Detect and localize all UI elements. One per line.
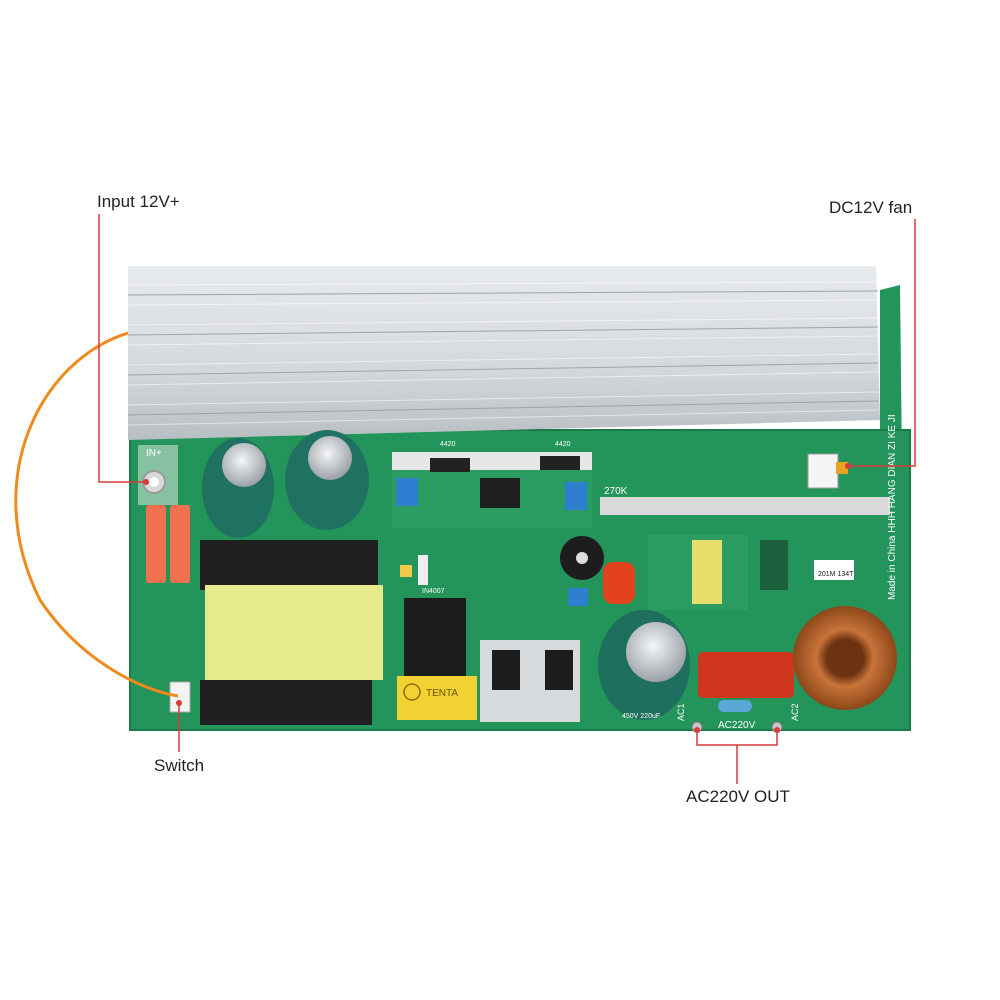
inductor-label: 201M 134T — [818, 571, 854, 578]
made-in-china-label: Made in China HHH HANG DIAN ZI KE JI — [887, 414, 898, 600]
current-sensor — [404, 598, 466, 680]
fan-callout-line — [848, 219, 916, 467]
in-plus-label: IN+ — [146, 448, 162, 459]
driver-board-strip — [392, 452, 890, 528]
output-capacitor — [598, 610, 690, 720]
board-ac220v-label: AC220V — [718, 720, 756, 731]
board-4420-right: 4420 — [555, 441, 571, 448]
callout-input-12v: Input 12V+ — [97, 192, 180, 211]
output-mosfets — [480, 640, 580, 722]
ac-callout-line — [696, 730, 778, 746]
input-capacitors — [202, 430, 369, 538]
input-wire — [14, 331, 179, 698]
switch-connector — [169, 681, 191, 713]
callout-dc12v-fan: DC12V fan — [829, 198, 913, 217]
board-270k-label: 270K — [604, 486, 628, 497]
callout-ac220v-out: AC220V OUT — [686, 787, 790, 806]
board-in4007-label: IN4007 — [422, 588, 445, 595]
output-capacitor-label: 450V 220uF — [622, 713, 660, 720]
board-ac2-label: AC2 — [790, 703, 800, 721]
heatsink — [127, 266, 880, 440]
tenta-capacitor — [397, 676, 477, 720]
transformer — [200, 540, 383, 725]
fan-connector — [807, 453, 848, 489]
callout-lines — [98, 214, 916, 784]
signal-components — [400, 535, 854, 610]
fuses — [146, 505, 190, 583]
input-callout-line — [98, 214, 146, 483]
board-4420-left: 4420 — [440, 441, 456, 448]
board-ac1-label: AC1 — [676, 703, 686, 721]
toroid-inductor — [793, 606, 897, 710]
callout-dots — [143, 463, 851, 733]
callout-switch: Switch — [154, 756, 205, 775]
tenta-label: TENTA — [426, 688, 458, 699]
film-capacitor — [698, 652, 794, 712]
